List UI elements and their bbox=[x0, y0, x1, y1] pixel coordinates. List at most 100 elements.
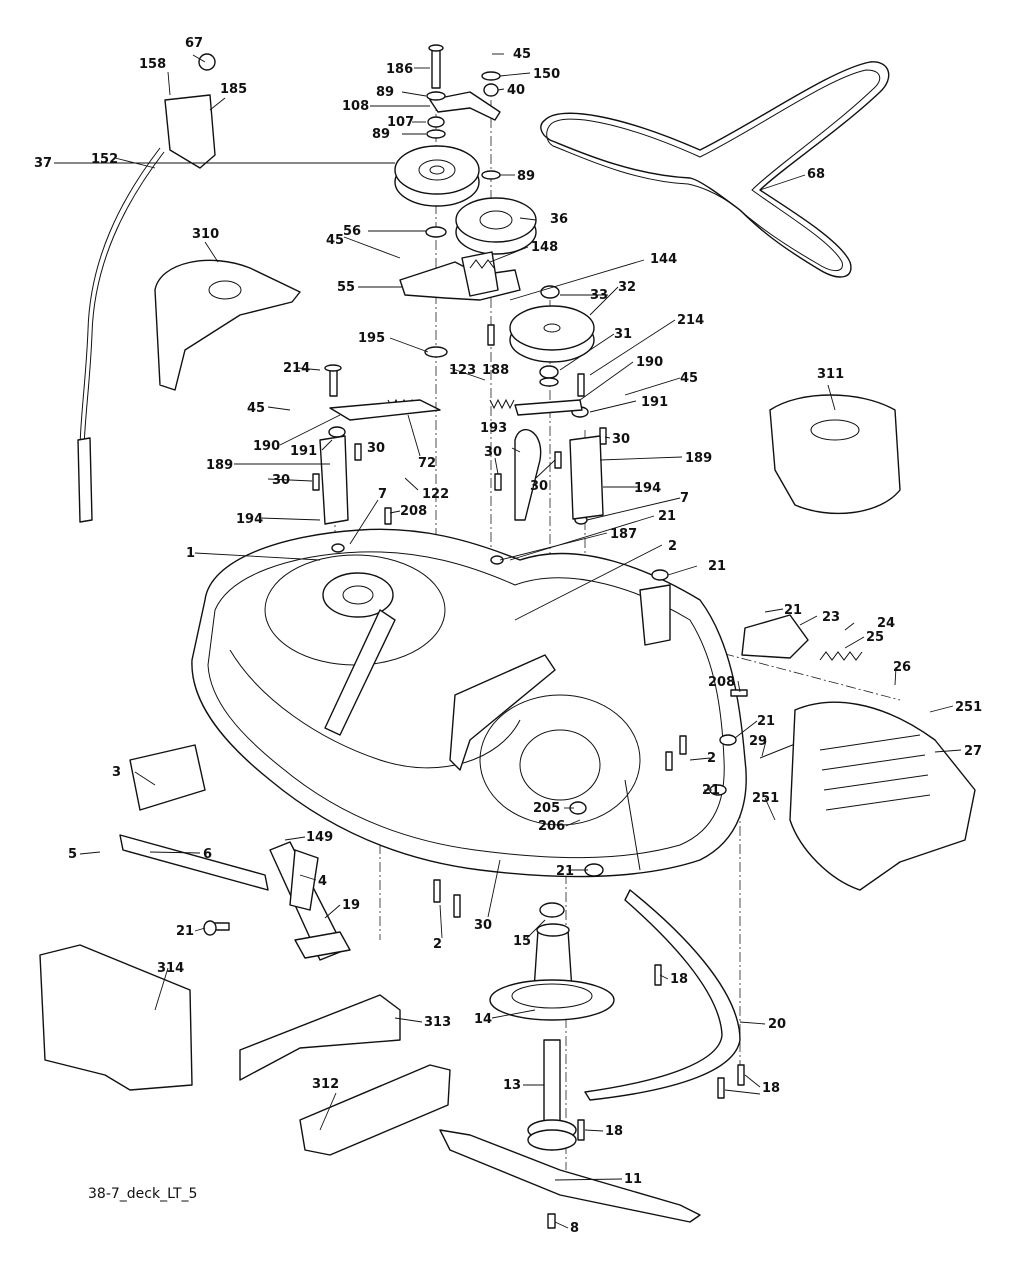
belt-cover-left bbox=[154, 259, 301, 391]
callout-label: 23 bbox=[822, 610, 840, 625]
callout-label: 186 bbox=[386, 62, 413, 77]
callout-label: 26 bbox=[893, 660, 911, 675]
callout-label: 208 bbox=[400, 504, 427, 519]
callout-label: 2 bbox=[707, 751, 716, 766]
deflector-314 bbox=[39, 944, 193, 1091]
callout-label: 214 bbox=[677, 313, 704, 328]
callout-label: 189 bbox=[206, 458, 233, 473]
callout-label: 205 bbox=[533, 801, 560, 816]
callout-label: 4 bbox=[318, 874, 327, 889]
discharge-chute bbox=[789, 701, 976, 891]
lift-bracket bbox=[289, 849, 319, 911]
callout-label: 21 bbox=[708, 559, 726, 574]
callout-label: 5 bbox=[68, 847, 77, 862]
callout-label: 29 bbox=[749, 734, 767, 749]
callout-label: 2 bbox=[433, 937, 442, 952]
callout-label: 149 bbox=[306, 830, 333, 845]
callout-label: 2 bbox=[668, 539, 677, 554]
callout-label: 7 bbox=[378, 487, 387, 502]
pulley-32 bbox=[509, 285, 595, 363]
callout-label: 251 bbox=[752, 791, 779, 806]
callout-label: 72 bbox=[418, 456, 436, 471]
callout-label: 33 bbox=[590, 288, 608, 303]
callout-label: 189 bbox=[685, 451, 712, 466]
callout-label: 14 bbox=[474, 1012, 492, 1027]
callout-label: 314 bbox=[157, 961, 184, 976]
callout-label: 36 bbox=[550, 212, 568, 227]
callout-label: 32 bbox=[618, 280, 636, 295]
shield-313 bbox=[239, 994, 401, 1081]
callout-label: 194 bbox=[634, 481, 661, 496]
control-cable bbox=[77, 53, 216, 523]
callout-label: 7 bbox=[680, 491, 689, 506]
callout-label: 89 bbox=[372, 127, 390, 142]
callout-label: 1 bbox=[186, 546, 195, 561]
callout-label: 89 bbox=[376, 85, 394, 100]
diagram-caption: 38-7_deck_LT_5 bbox=[88, 1186, 198, 1202]
callout-label: 8 bbox=[570, 1221, 579, 1236]
callout-label: 30 bbox=[484, 445, 502, 460]
callout-label: 30 bbox=[530, 479, 548, 494]
deck-housing bbox=[191, 528, 747, 878]
callout-label: 89 bbox=[517, 169, 535, 184]
mower-blade bbox=[439, 1129, 701, 1223]
callout-label: 214 bbox=[283, 361, 310, 376]
callout-label: 194 bbox=[236, 512, 263, 527]
callout-label: 188 bbox=[482, 363, 509, 378]
callout-label: 30 bbox=[612, 432, 630, 447]
callout-label: 107 bbox=[387, 115, 414, 130]
callout-label: 185 bbox=[220, 82, 247, 97]
callout-label: 251 bbox=[955, 700, 982, 715]
pulley-36 bbox=[455, 197, 537, 255]
hardware bbox=[203, 44, 748, 1229]
callout-label: 20 bbox=[768, 1017, 786, 1032]
callout-label: 313 bbox=[424, 1015, 451, 1030]
callout-label: 45 bbox=[247, 401, 265, 416]
callout-label: 27 bbox=[964, 744, 982, 759]
callout-label: 310 bbox=[192, 227, 219, 242]
callout-label: 30 bbox=[367, 441, 385, 456]
callout-label: 195 bbox=[358, 331, 385, 346]
callout-label: 67 bbox=[185, 36, 203, 51]
callout-label: 31 bbox=[614, 327, 632, 342]
chute-bracket bbox=[741, 614, 809, 659]
callout-label: 208 bbox=[708, 675, 735, 690]
callout-label: 37 bbox=[34, 156, 52, 171]
callout-label: 191 bbox=[641, 395, 668, 410]
spindle-assembly bbox=[489, 902, 615, 1151]
callout-label: 190 bbox=[636, 355, 663, 370]
callout-label: 25 bbox=[866, 630, 884, 645]
callout-label: 45 bbox=[680, 371, 698, 386]
callout-label: 21 bbox=[757, 714, 775, 729]
callout-label: 122 bbox=[422, 487, 449, 502]
callout-label: 15 bbox=[513, 934, 531, 949]
callout-label: 311 bbox=[817, 367, 844, 382]
callout-label: 68 bbox=[807, 167, 825, 182]
callout-label: 18 bbox=[670, 972, 688, 987]
shield-312 bbox=[299, 1064, 451, 1156]
callout-label: 18 bbox=[605, 1124, 623, 1139]
callout-label: 40 bbox=[507, 83, 525, 98]
callout-label: 312 bbox=[312, 1077, 339, 1092]
callout-label: 190 bbox=[253, 439, 280, 454]
callout-label: 30 bbox=[474, 918, 492, 933]
callout-label: 19 bbox=[342, 898, 360, 913]
callout-label: 3 bbox=[112, 765, 121, 780]
callout-label: 21 bbox=[176, 924, 194, 939]
callout-label: 148 bbox=[531, 240, 558, 255]
callout-numbers: 67 158 185 152 310 186 45 150 89 40 108 … bbox=[34, 36, 982, 1236]
idler-arm bbox=[399, 91, 521, 301]
callout-label: 11 bbox=[624, 1172, 642, 1187]
callout-label: 108 bbox=[342, 99, 369, 114]
callout-label: 45 bbox=[326, 233, 344, 248]
callout-label: 206 bbox=[538, 819, 565, 834]
callout-label: 123 bbox=[449, 363, 476, 378]
callout-label: 55 bbox=[337, 280, 355, 295]
callout-label: 21 bbox=[658, 509, 676, 524]
leader-lines bbox=[54, 53, 962, 1229]
belt-cover-right bbox=[769, 394, 901, 515]
baffle bbox=[584, 889, 741, 1101]
callout-label: 144 bbox=[650, 252, 677, 267]
callout-label: 21 bbox=[556, 864, 574, 879]
